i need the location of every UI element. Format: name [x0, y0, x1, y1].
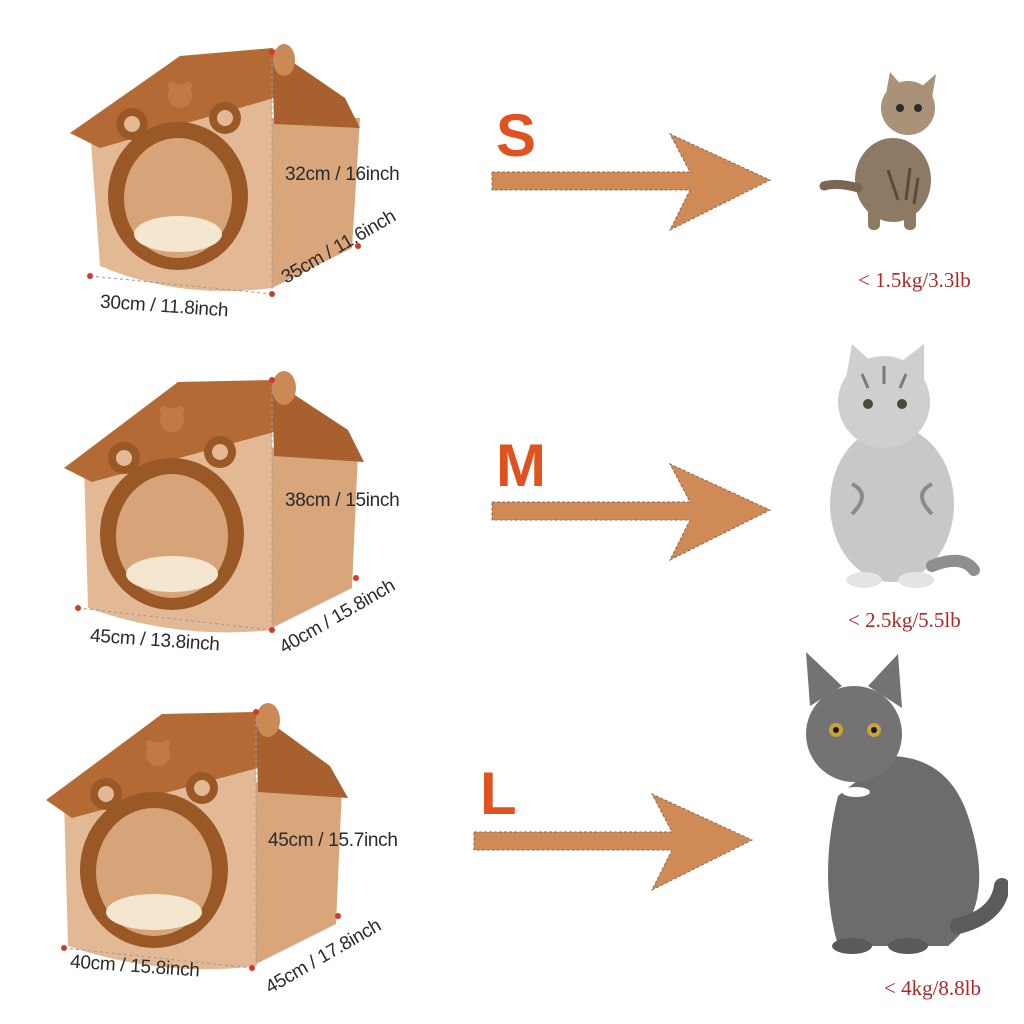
- size-row-l: 45cm / 15.7inch 40cm / 15.8inch 45cm / 1…: [0, 652, 1024, 1020]
- size-row-m: 38cm / 15inch 45cm / 13.8inch 40cm / 15.…: [0, 338, 1024, 668]
- size-letter: S: [496, 102, 537, 169]
- weight-limit-label: < 2.5kg/5.5lb: [848, 608, 961, 632]
- size-letter: M: [496, 432, 546, 499]
- silver-tabby-cat-image: [830, 344, 980, 588]
- arrow-right-icon: [473, 792, 754, 892]
- cat-house-large-image: [46, 703, 348, 971]
- cat-house-small-image: [70, 44, 361, 297]
- height-label: 45cm / 15.7inch: [268, 830, 398, 851]
- height-label: 32cm / 16inch: [285, 164, 400, 185]
- weight-limit-label: < 4kg/8.8lb: [884, 976, 982, 1000]
- cat-house-medium-image: [64, 371, 364, 633]
- grey-shorthair-cat-image: [806, 652, 1008, 954]
- size-row-s: 32cm / 16inch 30cm / 11.8inch 35cm / 11.…: [0, 0, 1024, 330]
- height-label: 38cm / 15inch: [285, 490, 400, 511]
- arrow-right-icon: [491, 132, 772, 232]
- arrow-right-icon: [491, 462, 772, 562]
- tabby-kitten-image: [819, 72, 936, 230]
- weight-limit-label: < 1.5kg/3.3lb: [858, 268, 971, 292]
- size-letter: L: [480, 760, 517, 827]
